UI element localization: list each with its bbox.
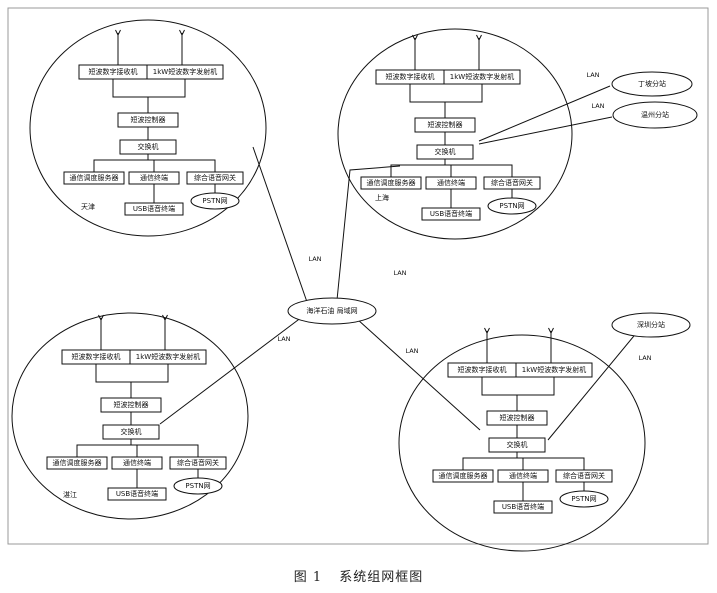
lan-link	[478, 116, 613, 145]
antenna-icon	[115, 29, 121, 37]
receiver-box-label: 短波数字接收机	[72, 352, 121, 361]
site-location-label: 湛江	[63, 491, 77, 499]
lan-link-label: LAN	[586, 71, 599, 79]
connector-line	[112, 79, 186, 98]
lan-link	[252, 146, 308, 303]
lan-link-label: LAN	[277, 335, 290, 343]
receiver-box-label: 短波数字接收机	[386, 72, 435, 81]
antenna-icon	[179, 29, 185, 37]
comm-terminal-box-label: 通信终端	[140, 173, 168, 182]
pstn-oval	[559, 490, 609, 508]
pstn-oval-label: PSTN网	[185, 482, 210, 490]
voice-gateway-box-label: 综合语音网关	[491, 178, 533, 187]
usb-voice-terminal-box-label: USB语音终端	[133, 204, 175, 213]
branch-node-shenzhen-label: 深圳分站	[637, 320, 665, 329]
lan-link-label: LAN	[308, 255, 321, 263]
figure-title: 系统组网框图	[339, 570, 424, 585]
branch-node-shenzhen	[611, 312, 691, 338]
comm-server-box-label: 通信调度服务器	[439, 471, 488, 480]
comm-server-box	[360, 176, 422, 190]
lan-link	[336, 165, 401, 301]
connector-line	[481, 377, 555, 396]
controller-box-label: 短波控制器	[114, 400, 149, 409]
site-location-label: 天津	[81, 203, 95, 211]
comm-terminal-box-label: 通信终端	[437, 178, 465, 187]
switch-box-label: 交换机	[507, 440, 528, 449]
controller-box-label: 短波控制器	[131, 115, 166, 124]
switch-box-label: 交换机	[138, 142, 159, 151]
switch-box-label: 交换机	[121, 427, 142, 436]
connector-line	[409, 84, 483, 103]
voice-gateway-box-label: 综合语音网关	[194, 173, 236, 182]
branch-node-dingpo-label: 丁坡分站	[638, 79, 666, 88]
voice-gateway-box-label: 综合语音网关	[563, 471, 605, 480]
comm-terminal-box-label: 通信终端	[509, 471, 537, 480]
usb-voice-terminal-box	[421, 207, 481, 221]
antenna-icon	[476, 34, 482, 42]
comm-server-box	[46, 456, 108, 470]
antenna-icon	[484, 327, 490, 335]
branch-node-wenzhou-label: 温州分站	[641, 110, 669, 119]
lan-link	[356, 318, 481, 431]
usb-voice-terminal-box-label: USB语音终端	[116, 489, 158, 498]
switch-box-label: 交换机	[435, 147, 456, 156]
central-lan-node	[287, 297, 377, 325]
branch-node-dingpo	[611, 71, 693, 97]
lan-link	[159, 316, 303, 425]
transmitter-box-label: 1kW短波数字发射机	[136, 352, 200, 361]
figure-caption: 图 1 系统组网框图	[0, 566, 717, 585]
receiver-box-label: 短波数字接收机	[89, 67, 138, 76]
lan-link-label: LAN	[405, 347, 418, 355]
pstn-oval	[190, 192, 240, 210]
pstn-oval-label: PSTN网	[202, 197, 227, 205]
lan-link-label: LAN	[393, 269, 406, 277]
lan-link	[547, 330, 639, 441]
usb-voice-terminal-box-label: USB语音终端	[430, 209, 472, 218]
pstn-oval	[487, 197, 537, 215]
pstn-oval-label: PSTN网	[499, 202, 524, 210]
figure-number: 图 1	[293, 570, 323, 585]
controller-box-label: 短波控制器	[500, 413, 535, 422]
usb-voice-terminal-box	[107, 487, 167, 501]
lan-link	[478, 85, 611, 142]
transmitter-box-label: 1kW短波数字发射机	[153, 67, 217, 76]
central-lan-node-label: 海洋石油 局域网	[306, 306, 357, 315]
site-location-label: 上海	[375, 193, 389, 202]
transmitter-box-label: 1kW短波数字发射机	[450, 72, 514, 81]
comm-server-box	[432, 469, 494, 483]
receiver-box-label: 短波数字接收机	[458, 365, 507, 374]
antenna-icon	[162, 314, 168, 322]
site-boundary	[337, 28, 573, 240]
antenna-icon	[548, 327, 554, 335]
transmitter-box-label: 1kW短波数字发射机	[522, 365, 586, 374]
controller-box-label: 短波控制器	[428, 120, 463, 129]
pstn-oval-label: PSTN网	[571, 495, 596, 503]
usb-voice-terminal-box	[124, 202, 184, 216]
voice-gateway-box-label: 综合语音网关	[177, 458, 219, 467]
site-boundary	[11, 312, 249, 520]
pstn-oval	[173, 477, 223, 495]
lan-link-label: LAN	[591, 102, 604, 110]
branch-node-wenzhou	[612, 101, 698, 129]
usb-voice-terminal-box-label: USB语音终端	[502, 502, 544, 511]
connector-line	[95, 364, 169, 383]
site-boundary	[398, 334, 646, 552]
site-boundary	[29, 19, 267, 237]
comm-server-box-label: 通信调度服务器	[70, 173, 119, 182]
antenna-icon	[98, 314, 104, 322]
antenna-icon	[412, 34, 418, 42]
comm-server-box	[63, 171, 125, 185]
comm-terminal-box-label: 通信终端	[123, 458, 151, 467]
usb-voice-terminal-box	[493, 500, 553, 514]
comm-server-box-label: 通信调度服务器	[53, 458, 102, 467]
lan-link-label: LAN	[638, 354, 651, 362]
comm-server-box-label: 通信调度服务器	[367, 178, 416, 187]
